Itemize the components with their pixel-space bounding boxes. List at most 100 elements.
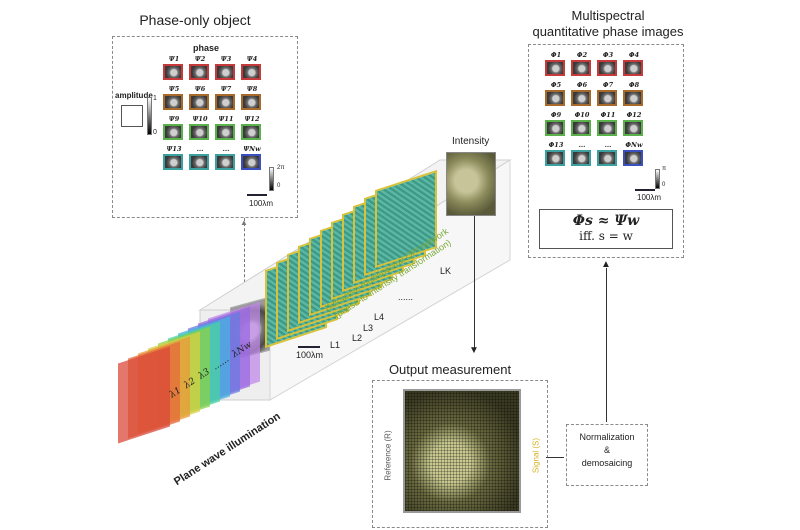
phase-tile-label: Ψ1 [168,55,180,63]
ms-tile-label: Φ2 [576,51,588,59]
phase-tile-label: Ψ4 [246,55,258,63]
ms-tile-label: Φ5 [550,81,562,89]
amplitude-square [121,105,143,127]
ms-tile-label: Φ7 [602,81,614,89]
ms-cb-min: 0 [662,182,666,188]
norm-line-3: demosaicing [581,458,633,468]
phase-tile [241,64,261,80]
phase-tile [241,124,261,140]
ms-tile [571,90,591,106]
phase-tile-label: ΨNw [243,145,261,153]
phase-tile [215,154,235,170]
ms-tile [545,150,565,166]
ms-tile-label: ... [578,141,586,149]
phase-tile [241,154,261,170]
layer-label-lk: LK [440,266,452,276]
phase-tile [215,94,235,110]
amplitude-cb-max: 1 [153,95,157,102]
phase-tile [189,64,209,80]
ms-tile [597,90,617,106]
phase-tile [163,124,183,140]
multispectral-title-1: Multispectral [571,8,645,23]
network-scale-bar [298,346,320,348]
norm-line-2: & [603,445,610,455]
layer-label-l4: L4 [374,312,385,322]
phase-tile [189,124,209,140]
phase-tile-label: Ψ7 [220,85,232,93]
layer-dots: ...... [398,292,414,302]
equation-box: Φs ≈ Ψw iff. s = w [539,209,673,249]
ms-tile-label: Φ6 [576,81,588,89]
amplitude-label: amplitude [115,91,153,100]
phase-tile [215,124,235,140]
layer-label-l3: L3 [363,323,374,333]
phase-tile-label: Ψ8 [246,85,258,93]
equation-1: Φs ≈ Ψw [572,213,640,229]
ms-tile [623,150,643,166]
amplitude-cb-min: 0 [153,129,157,136]
phase-tile-label: ... [196,145,204,153]
phase-tile-label: Ψ2 [194,55,206,63]
layer-label-l1: L1 [330,340,341,350]
up-arrow-head: ▲ [601,259,611,270]
phase-tile [163,94,183,110]
ms-tile [623,90,643,106]
intensity-label: Intensity [452,136,490,147]
phase-tile [189,154,209,170]
phase-cb-max: 2π [277,165,285,171]
phase-tile [163,64,183,80]
ms-tile-label: Φ8 [628,81,640,89]
ms-tile-label: Φ1 [550,51,562,59]
phase-scale-bar [247,194,267,196]
ms-tile-label: Φ13 [548,141,564,149]
illumination-layer [118,346,170,444]
phase-tile-label: Ψ3 [220,55,232,63]
reference-label: Reference (R) [383,430,393,481]
ms-tile [623,120,643,136]
phase-tile-label: Ψ10 [192,115,208,123]
ms-scale-bar [635,189,655,191]
phase-tile-label: Ψ9 [168,115,180,123]
ms-scale-label: 100λm [637,193,662,202]
ms-tile [597,150,617,166]
ms-tile-label: Φ10 [574,111,590,119]
ms-tile [623,60,643,76]
layer-label-l2: L2 [352,333,363,343]
output-title: Output measurement [388,362,512,377]
ms-tile [545,120,565,136]
output-image [403,389,521,513]
phase-label: phase [193,43,220,53]
ms-cb-max: π [662,166,667,172]
phase-tile-label: Ψ5 [168,85,180,93]
phase-link-line [244,218,245,308]
ms-tile [571,120,591,136]
ms-tile [545,60,565,76]
signal-label: Signal (S) [531,437,541,474]
phase-link-arrow: ▲ [240,218,248,227]
norm-arrow-line [546,457,564,458]
ms-tile-label: ... [604,141,612,149]
phase-tile [163,154,183,170]
ms-tile [571,150,591,166]
phase-tile [215,64,235,80]
phase-cb-min: 0 [277,183,281,189]
multispectral-title-2: quantitative phase images [532,24,684,39]
ms-tile-label: Φ11 [600,111,616,119]
ms-tile-label: Φ3 [602,51,614,59]
phase-tile [241,94,261,110]
phase-tile-label: Ψ12 [244,115,260,123]
phase-tile [189,94,209,110]
normalization-box: Normalization & demosaicing [566,424,648,486]
output-arrow-head: ▼ [469,345,479,356]
ms-colorbar [655,169,660,189]
phase-tile-label: ... [222,145,230,153]
network-scale-label: 100λm [296,350,324,360]
output-panel: Reference (R) Signal (S) [372,380,548,528]
phase-colorbar [269,167,274,191]
phase-tile-label: Ψ6 [194,85,206,93]
phase-object-title: Phase-only object [139,12,251,28]
